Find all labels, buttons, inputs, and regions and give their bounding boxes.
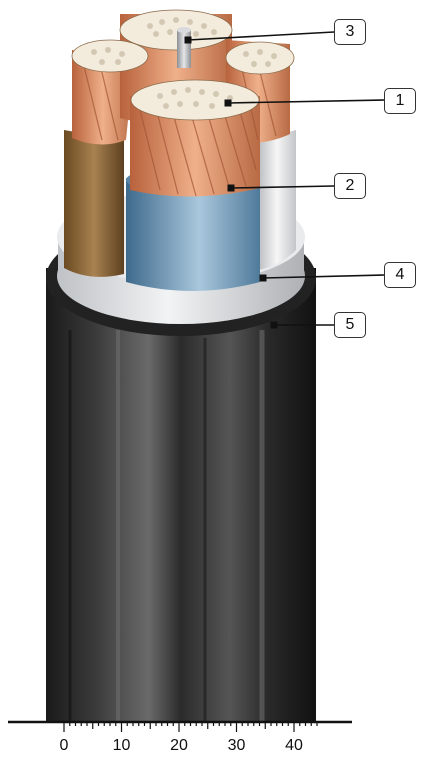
marker-dot-3 — [185, 37, 192, 44]
scale-label: 0 — [60, 737, 69, 754]
marker-dot-5 — [271, 322, 278, 329]
callout-5-label: 5 — [346, 316, 355, 334]
callout-4: 4 — [384, 262, 416, 288]
marker-dot-1 — [225, 100, 232, 107]
callout-4-label: 4 — [396, 266, 405, 284]
scale-label: 40 — [285, 737, 303, 754]
callout-3-label: 3 — [346, 23, 355, 41]
callout-1-label: 1 — [396, 92, 405, 110]
callout-2-label: 2 — [346, 177, 355, 195]
scale-ruler: 0 10 20 30 40 — [8, 722, 352, 754]
callout-3: 3 — [334, 19, 366, 45]
callout-1: 1 — [384, 88, 416, 114]
scale-label: 10 — [113, 737, 131, 754]
callout-2: 2 — [334, 173, 366, 199]
scale-label: 30 — [228, 737, 246, 754]
scale-label: 20 — [170, 737, 188, 754]
marker-dot-4 — [260, 275, 267, 282]
callout-5: 5 — [334, 312, 366, 338]
marker-dot-2 — [228, 185, 235, 192]
center-element — [177, 27, 191, 68]
